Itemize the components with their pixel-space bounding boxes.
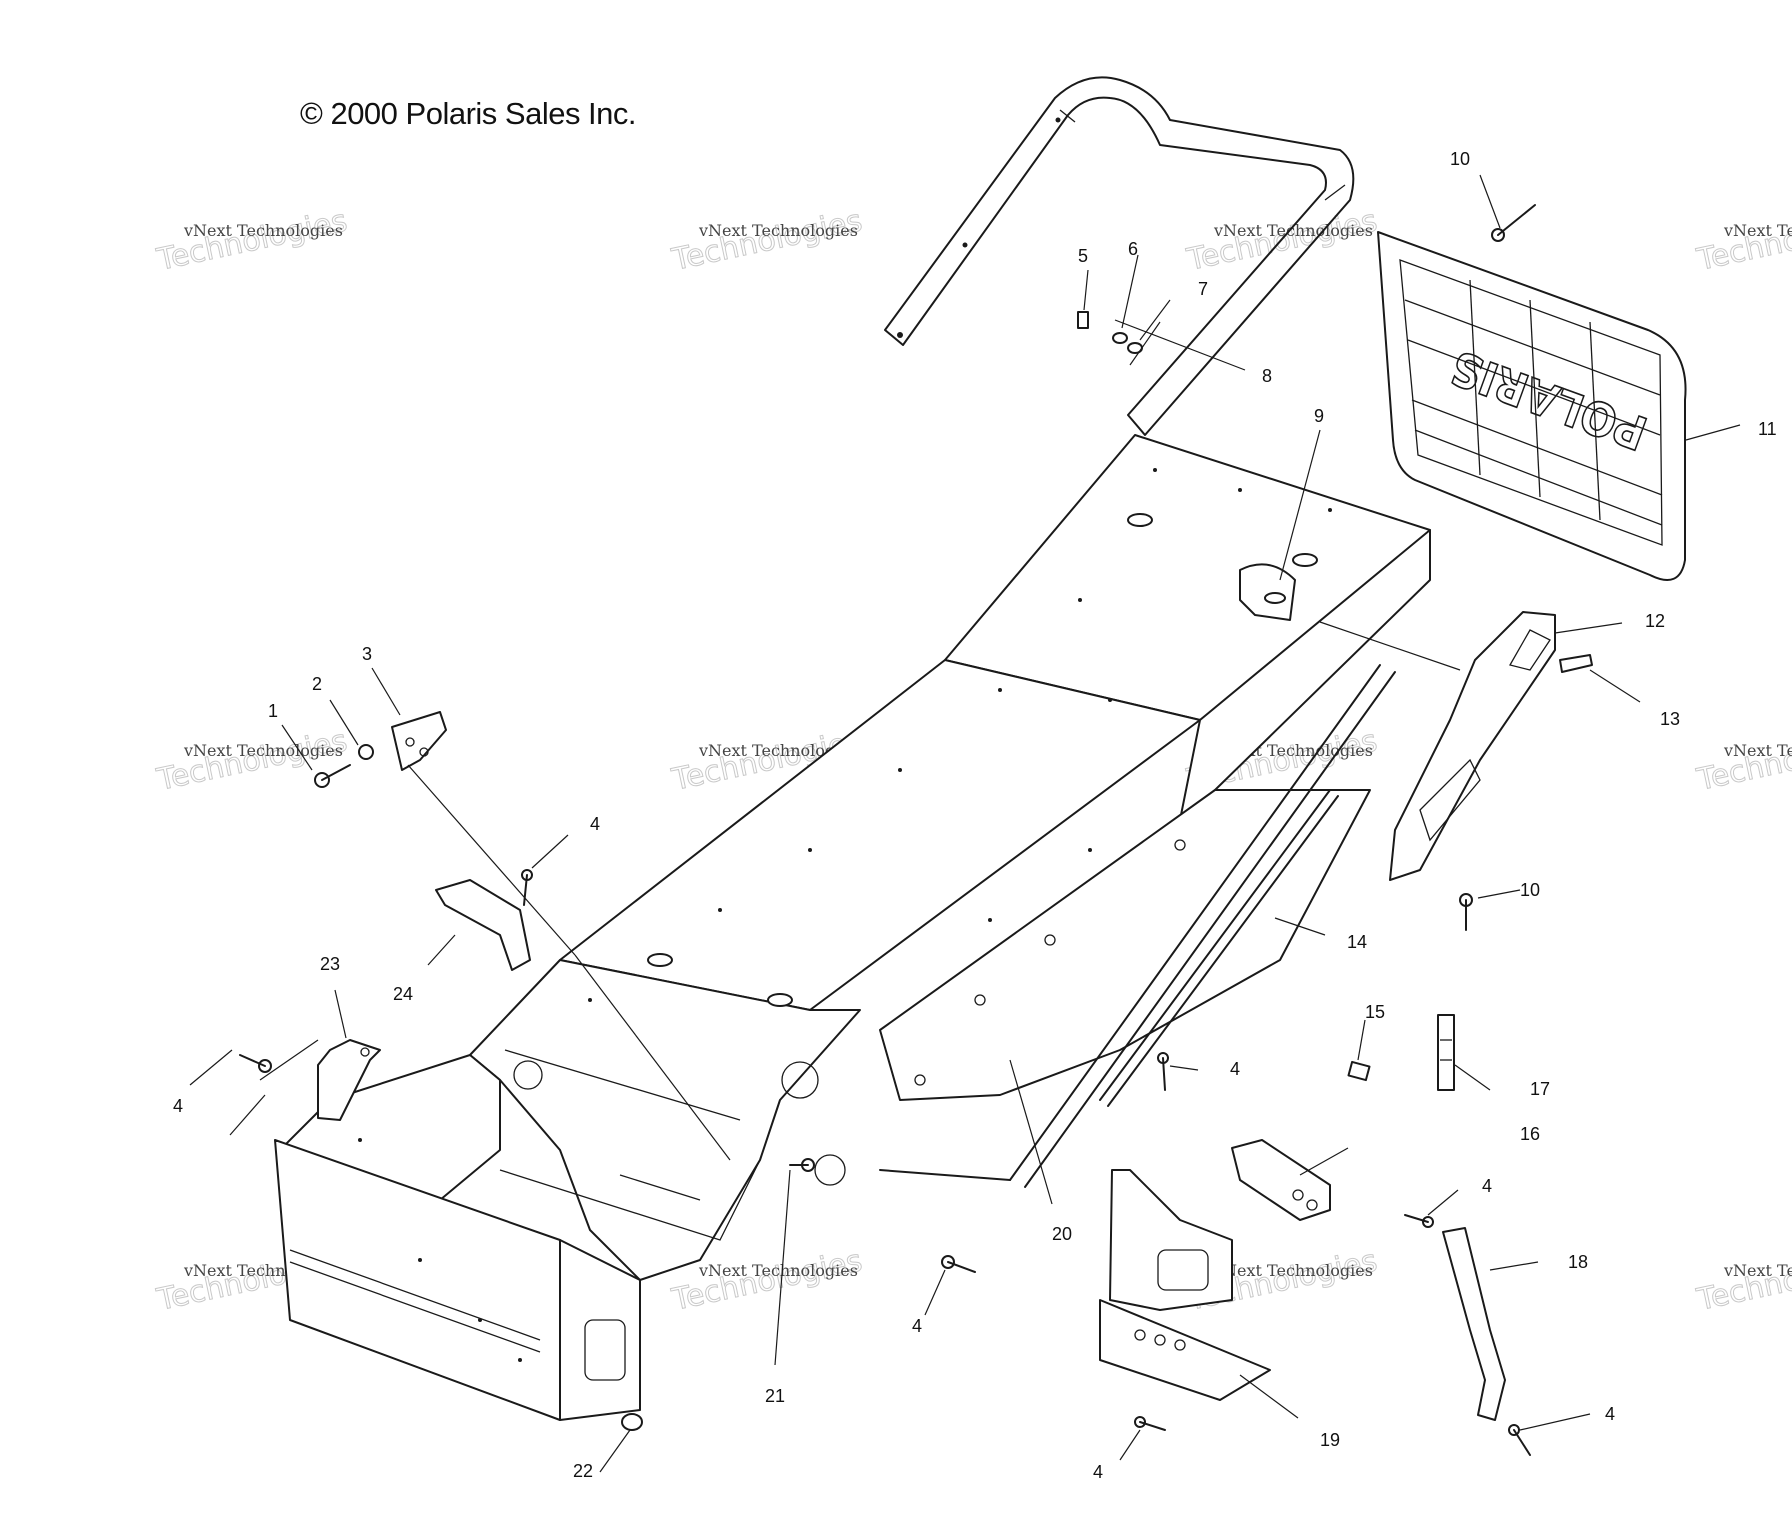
callout-label: 4 — [912, 1316, 922, 1336]
part-2-nut — [358, 744, 374, 760]
part-10-rivet-top — [1491, 204, 1536, 242]
callout-label: 24 — [393, 984, 413, 1004]
callout-label: 23 — [320, 954, 340, 974]
callout-label: 4 — [1230, 1059, 1240, 1079]
part-12-side-panel — [1389, 611, 1556, 881]
part-17-clip — [1437, 1014, 1455, 1091]
callout-label: 6 — [1128, 239, 1138, 259]
watermark-name-text: vNext Technologies — [698, 1261, 858, 1280]
part-4-rivet — [239, 1054, 272, 1073]
watermark-name-text: vNext Technologies — [698, 221, 858, 240]
watermark-name-text: vNext Technologies — [183, 741, 343, 760]
part-24-bracket — [435, 879, 531, 971]
callout-label: 14 — [1347, 932, 1367, 952]
watermark-name-text: vNext Technologies — [183, 221, 343, 240]
part-19-guard — [1099, 1169, 1271, 1401]
callout-label: 4 — [1605, 1404, 1615, 1424]
watermark-big-text: Technologies — [153, 204, 350, 279]
watermark-name-text: vNext Technologies — [1213, 221, 1373, 240]
watermark: Technologies vNext Technologies — [668, 203, 866, 279]
watermark-name-text: vNext Technologies — [1213, 1261, 1373, 1280]
callout-labels: 1 2 3 4 4 4 4 4 4 4 5 6 7 8 9 10 10 11 1… — [173, 149, 1777, 1482]
watermark-name-text: vNext Technologies — [1723, 1261, 1792, 1280]
callout-label: 15 — [1365, 1002, 1385, 1022]
watermark-name-text: vNext Technologies — [698, 741, 858, 760]
callout-label: 3 — [362, 644, 372, 664]
part-4-rivet — [1404, 1214, 1434, 1228]
copyright-notice: © 2000 Polaris Sales Inc. — [300, 96, 637, 131]
watermark-big-text: Technologies — [1693, 724, 1792, 799]
callout-label: 10 — [1520, 880, 1540, 900]
callout-label: 4 — [590, 814, 600, 834]
watermark-name-text: vNext Technologies — [1723, 741, 1792, 760]
watermark-name-text: vNext Technologies — [1723, 221, 1792, 240]
watermark: Technologies vNext Technologies — [153, 203, 351, 279]
part-4-rivet — [1157, 1052, 1169, 1091]
part-23-bracket — [317, 1039, 381, 1121]
callout-label: 13 — [1660, 709, 1680, 729]
callout-label: 1 — [268, 701, 278, 721]
watermark-big-text: Technologies — [1693, 1244, 1792, 1319]
part-14-rail-strip — [1099, 789, 1339, 1107]
watermark: Technologies vNext Technologies — [1693, 723, 1792, 799]
callout-label: 22 — [573, 1461, 593, 1481]
callout-label: 9 — [1314, 406, 1324, 426]
callout-label: 2 — [312, 674, 322, 694]
callout-label: 10 — [1450, 149, 1470, 169]
leader-lines — [189, 174, 1741, 1473]
part-15-pad — [1347, 1060, 1371, 1082]
part-22-plug — [621, 1413, 643, 1431]
part-8-grab-handle — [884, 76, 1355, 436]
callout-label: 4 — [173, 1096, 183, 1116]
callout-label: 17 — [1530, 1079, 1550, 1099]
callout-label: 12 — [1645, 611, 1665, 631]
part-4-rivet — [941, 1255, 976, 1273]
callout-label: 21 — [765, 1386, 785, 1406]
part-1-bolt — [314, 764, 351, 788]
part-3-bracket — [391, 711, 447, 771]
part-9-stud — [1239, 563, 1296, 621]
callout-label: 7 — [1198, 279, 1208, 299]
part-4-rivet — [521, 869, 533, 906]
watermark: Technologies vNext Technologies — [1693, 1243, 1792, 1319]
chassis-tunnel — [274, 434, 1431, 1421]
watermark: Technologies vNext Technologies — [1693, 203, 1792, 279]
part-4-rivet — [1508, 1424, 1531, 1456]
part-13-reflector — [1559, 654, 1593, 673]
part-16-bracket — [1231, 1139, 1331, 1221]
chassis-rivets — [358, 468, 1332, 1362]
callout-label: 18 — [1568, 1252, 1588, 1272]
part-4-rivet — [1134, 1416, 1166, 1431]
callout-label: 16 — [1520, 1124, 1540, 1144]
chassis-holes — [513, 839, 1186, 1186]
callout-label: 19 — [1320, 1430, 1340, 1450]
part-21-bolt — [789, 1158, 815, 1172]
callout-label: 4 — [1482, 1176, 1492, 1196]
hardware — [239, 204, 1536, 1456]
watermark-big-text: Technologies — [668, 204, 865, 279]
part-6-washer — [1112, 332, 1128, 344]
callout-label: 5 — [1078, 246, 1088, 266]
part-5-bolt — [1077, 311, 1089, 329]
callout-label: 11 — [1758, 419, 1777, 439]
watermark-big-text: Technologies — [1693, 204, 1792, 279]
callout-label: 20 — [1052, 1224, 1072, 1244]
part-18-strap — [1442, 1227, 1506, 1421]
callout-label: 8 — [1262, 366, 1272, 386]
part-10-rivet-bottom — [1459, 893, 1473, 931]
part-11-snow-flap: POLARIS — [1377, 231, 1687, 581]
callout-label: 4 — [1093, 1462, 1103, 1482]
